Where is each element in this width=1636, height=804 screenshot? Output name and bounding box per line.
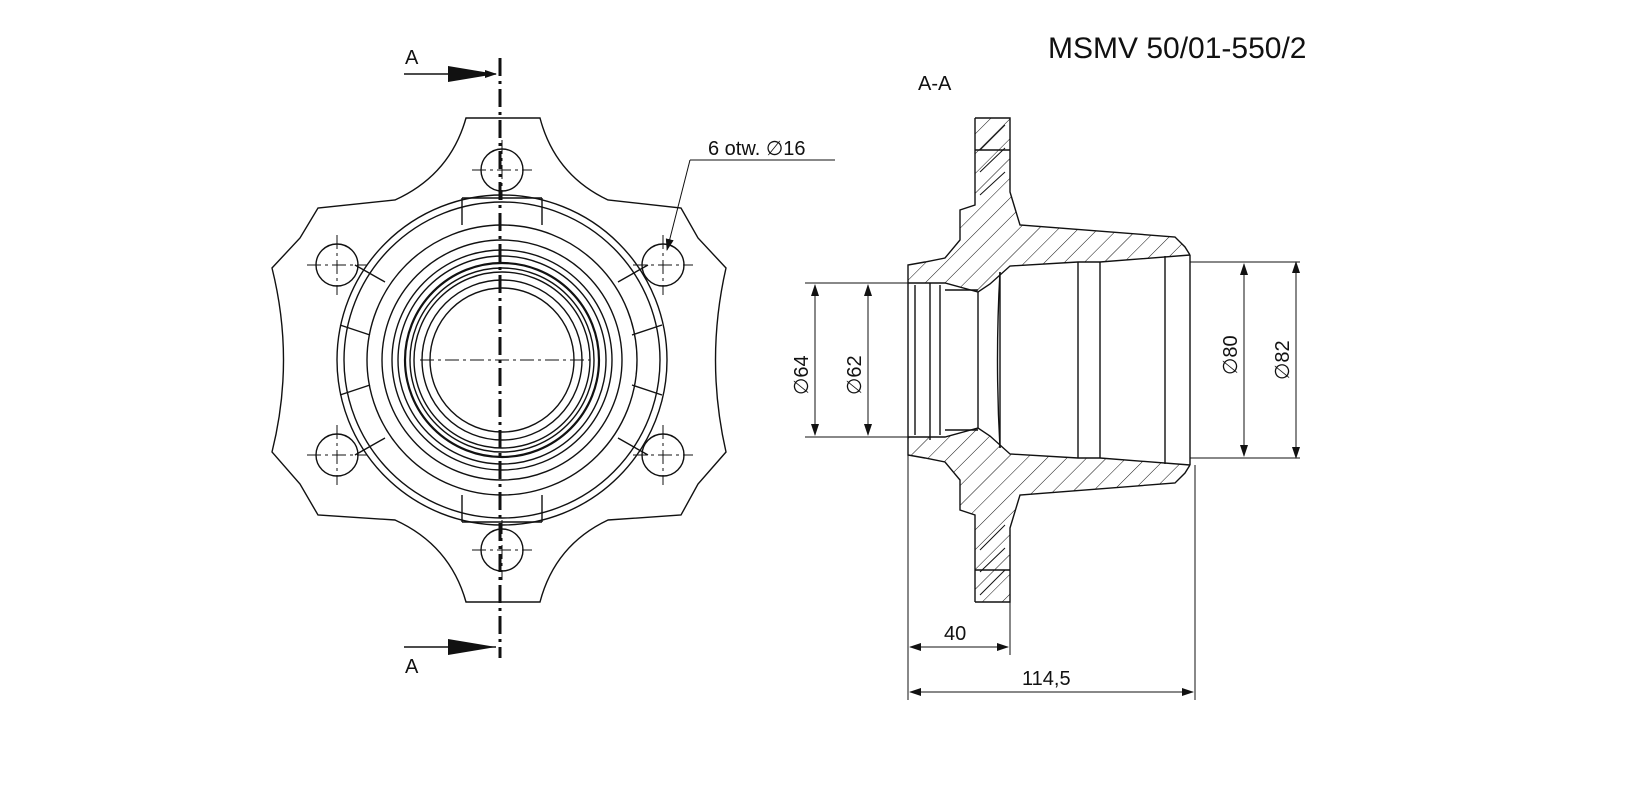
part-number: MSMV 50/01-550/2 <box>1048 32 1306 65</box>
holes-note: 6 otw. ∅16 <box>708 138 805 160</box>
dim-d62: ∅62 <box>844 355 866 395</box>
hub-rings <box>336 194 668 526</box>
dim-114-5: 114,5 <box>1022 668 1071 690</box>
section-body-upper <box>908 118 1190 292</box>
section-view <box>907 117 1191 603</box>
flange-outline <box>271 117 727 603</box>
section-marker-bottom: A <box>405 656 419 678</box>
holes-note-leader <box>665 159 835 251</box>
dim-d64: ∅64 <box>791 355 813 395</box>
dimensions <box>805 261 1300 700</box>
hub-ribs <box>339 197 663 523</box>
dim-d80: ∅80 <box>1220 335 1242 375</box>
section-arrow-top <box>404 66 497 82</box>
section-arrow-bottom <box>404 639 496 655</box>
bolt-holes <box>307 140 693 580</box>
section-body-lower <box>908 428 1190 602</box>
section-marker-top: A <box>405 47 419 69</box>
front-view: A A 6 otw. ∅16 <box>271 47 835 678</box>
section-view-label: A-A <box>918 73 952 95</box>
dim-40: 40 <box>944 623 966 645</box>
dim-d82: ∅82 <box>1272 340 1294 380</box>
